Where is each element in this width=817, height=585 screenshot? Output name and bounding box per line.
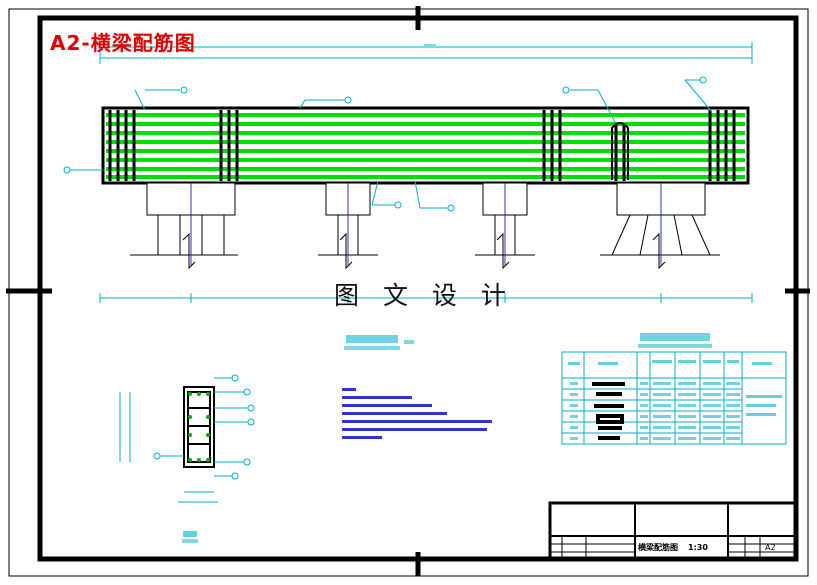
pier-columns	[130, 214, 720, 256]
rebar-schedule-caption	[638, 333, 712, 348]
rebar-shape-sketches	[592, 382, 625, 440]
bent-bar	[611, 122, 629, 180]
drawing-title: A2-横梁配筋图	[50, 31, 196, 55]
break-marks	[182, 232, 666, 270]
rebar-leaders	[70, 79, 713, 209]
bottom-dimension	[99, 293, 753, 303]
pier-caps	[146, 182, 706, 216]
pier-centerlines	[190, 183, 662, 265]
center-marks	[6, 6, 810, 576]
stirrups	[108, 110, 736, 181]
notes-block	[342, 388, 492, 439]
table-cell-fills	[568, 360, 782, 416]
title-block	[548, 501, 798, 561]
title-block-sheet: A2	[765, 543, 776, 552]
title-block-drawing-name: 横梁配筋图	[638, 542, 678, 552]
rebar-schedule-table	[561, 351, 787, 445]
elevation-caption	[344, 335, 414, 350]
longitudinal-rebars	[106, 113, 745, 179]
section-1-1	[119, 374, 255, 543]
beam-outline	[101, 106, 750, 185]
leader-circles	[63, 76, 707, 212]
table-row-values	[570, 382, 740, 440]
watermark-text: 图 文 设 计	[334, 281, 514, 310]
title-block-scale: 1:30	[688, 543, 708, 552]
top-dimension	[99, 42, 753, 64]
